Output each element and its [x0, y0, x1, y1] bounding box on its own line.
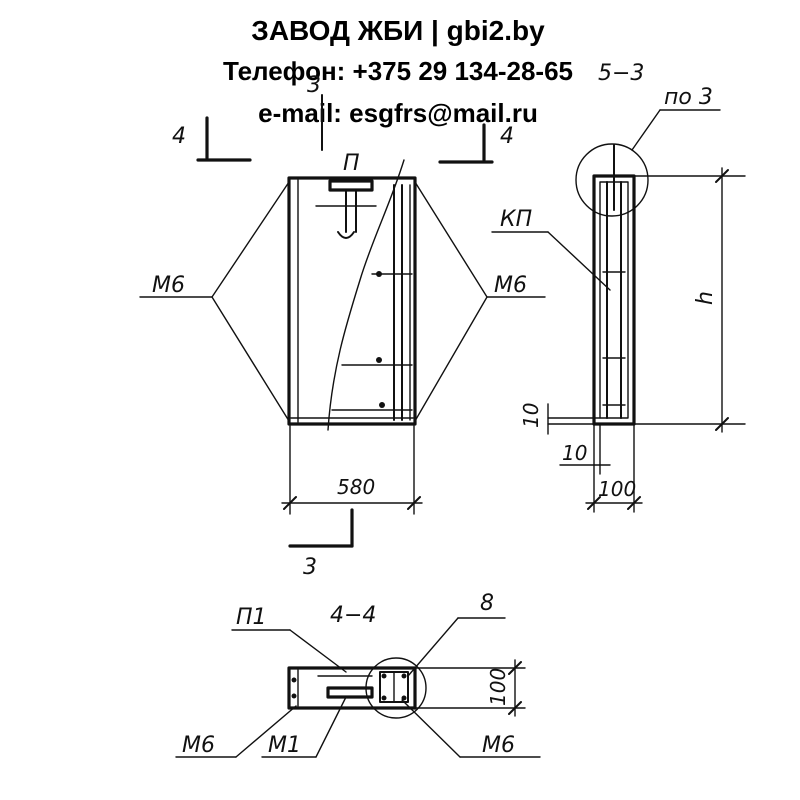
company-title: ЗАВОД ЖБИ | gbi2.by — [251, 15, 545, 46]
cage-label-leader — [547, 231, 611, 291]
height-tick-bottom — [715, 417, 729, 431]
edge-dim-bottom-label: 10 — [519, 403, 543, 428]
edge-dim-side-label: 10 — [562, 441, 587, 465]
detail-number-leader — [407, 617, 459, 677]
callout-left-label: М6 — [152, 273, 185, 298]
section-mark-bottom: 3 — [303, 555, 317, 580]
email-line: e-mail: esgfrs@mail.ru — [258, 98, 538, 128]
callout-m1-leader — [315, 696, 347, 758]
height-tick-top — [715, 169, 729, 183]
section-4-4: 4−4 П1 8 100 М6 — [175, 591, 541, 758]
section-mark-left: 4 — [172, 124, 186, 149]
detail-leader — [631, 109, 661, 151]
depth-tick-top — [508, 661, 522, 675]
side-panel-inner — [599, 181, 629, 419]
width-tick-left — [283, 496, 297, 510]
section-outline — [287, 666, 417, 710]
callout-leader-left — [211, 181, 290, 422]
detail-number-label: 8 — [480, 591, 494, 616]
panel-outline — [287, 176, 417, 426]
section-4-4-title: 4−4 — [330, 603, 376, 628]
plate-label: П1 — [236, 605, 267, 630]
depth-dim-label: 100 — [486, 668, 510, 706]
bar-dot-3 — [379, 402, 385, 408]
callout-m6-left-leader — [235, 705, 297, 758]
detail-circle — [575, 143, 649, 217]
break-line — [327, 159, 405, 431]
thickness-tick-left — [587, 496, 601, 510]
embedded-plate — [326, 686, 374, 699]
lifting-loop-hook — [337, 231, 355, 239]
section-mark-right: 4 — [500, 124, 514, 149]
phone-line: Телефон: +375 29 134-28-65 — [223, 56, 573, 86]
callout-m6-right-label: М6 — [482, 733, 515, 758]
section-cage-bar-4 — [401, 695, 407, 701]
bar-dot-2 — [376, 357, 382, 363]
loop-label: П — [343, 151, 360, 176]
side-view: 5−3 по 3 КП h 10 10 — [491, 61, 746, 513]
section-cage-bar-3 — [381, 695, 387, 701]
section-detail-circle — [365, 657, 427, 719]
section-rebar-left-2 — [291, 693, 297, 699]
plate-label-leader — [289, 629, 347, 673]
thickness-tick-right — [627, 496, 641, 510]
width-dim-label: 580 — [337, 475, 375, 499]
thickness-dim-label: 100 — [598, 477, 636, 501]
width-tick-right — [407, 496, 421, 510]
callout-right-label: М6 — [494, 273, 527, 298]
section-mark-top: 3 — [307, 73, 321, 98]
depth-tick-bottom — [508, 701, 522, 715]
cage-label: КП — [500, 207, 532, 232]
side-section-title: 5−3 — [598, 61, 644, 86]
bar-dot-1 — [376, 271, 382, 277]
height-dim-label: h — [693, 291, 718, 305]
lifting-loop-plate — [328, 179, 374, 192]
section-cage-bar-2 — [401, 673, 407, 679]
callout-leader-right — [414, 181, 488, 422]
callout-m1-label: М1 — [268, 733, 301, 758]
front-view: П 3 4 4 М6 М6 580 3 — [139, 73, 546, 580]
callout-m6-left-label: М6 — [182, 733, 215, 758]
detail-ref-label: по 3 — [664, 85, 713, 110]
section-rebar-left-1 — [291, 677, 297, 683]
callout-m6-right-leader — [401, 699, 461, 758]
section-cage-bar-1 — [381, 673, 387, 679]
